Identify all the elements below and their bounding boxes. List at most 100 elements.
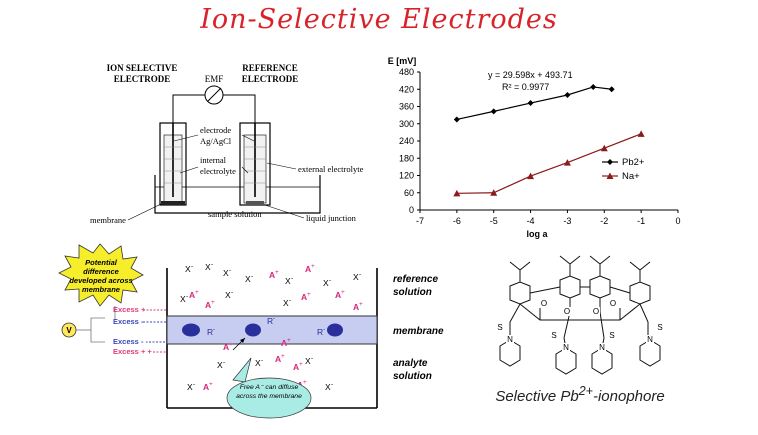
- y-tick-label: 360: [399, 102, 414, 112]
- membrane-potential-diagram: Potential difference developed across me…: [58, 243, 444, 419]
- ion-charge: +: [341, 289, 345, 296]
- atom-oxygen: O: [610, 299, 616, 308]
- excess-plus-plus-label: Excess + +: [113, 347, 152, 356]
- ion-x: X: [205, 262, 211, 272]
- data-point: [637, 130, 645, 137]
- electrochemical-cell-diagram: ION SELECTIVE ELECTRODE REFERENCE ELECTR…: [90, 63, 364, 225]
- analyte-solution-label-1: analyte: [393, 358, 428, 369]
- ion-charge: -: [223, 359, 225, 366]
- agagcl-label: Ag/AgCl: [200, 136, 232, 146]
- y-tick-label: 480: [399, 67, 414, 77]
- atom-nitrogen: N: [647, 335, 653, 344]
- excess-minus-minus-label: Excess - -: [113, 337, 149, 346]
- ise-label-line2: ELECTRODE: [114, 74, 171, 84]
- atom-bg: [563, 307, 571, 316]
- ion-x: X: [305, 356, 311, 366]
- atom-sulfur: S: [657, 323, 662, 332]
- excess-plus-label: Excess +: [113, 305, 146, 314]
- external-electrolyte-label: external electrolyte: [298, 164, 364, 174]
- page-title: Ion-Selective Electrodes: [200, 4, 558, 35]
- ion-charge: +: [281, 353, 285, 360]
- atom-oxygen: O: [541, 299, 547, 308]
- atom-bg: [506, 335, 514, 344]
- ion-charge: -: [329, 277, 331, 284]
- ion-r: R: [317, 327, 323, 337]
- ion-x: X: [187, 382, 193, 392]
- ion-charge: -: [261, 357, 263, 364]
- beaker: [154, 175, 321, 214]
- emf-label: EMF: [205, 74, 224, 84]
- y-tick-label: 60: [404, 188, 414, 198]
- ion-charge: -: [193, 381, 195, 388]
- ion-charge: +: [195, 289, 199, 296]
- x-tick-label: -6: [453, 216, 461, 226]
- ion-a: A: [293, 362, 299, 372]
- ion-charge: -: [229, 267, 231, 274]
- atom-nitrogen: N: [507, 335, 513, 344]
- ionophore-caption: Selective Pb2+-ionophore: [495, 384, 665, 405]
- ion-x: X: [217, 360, 223, 370]
- ion-charge: +: [307, 291, 311, 298]
- y-tick-label: 120: [399, 171, 414, 181]
- ion-a: A: [335, 290, 341, 300]
- ion-x: X: [283, 298, 289, 308]
- atom-sulfur: S: [609, 331, 614, 340]
- reference-solution-label-2: solution: [393, 287, 432, 298]
- ion-a: A: [275, 354, 281, 364]
- ion-a: A: [353, 302, 359, 312]
- data-point: [563, 159, 571, 166]
- bubble-text: Free A⁻ can diffuse across the membrane: [236, 384, 302, 400]
- x-tick-label: -5: [490, 216, 498, 226]
- ion-a: A: [203, 382, 209, 392]
- ion-x: X: [285, 276, 291, 286]
- ion-x: X: [245, 274, 251, 284]
- atom-sulfur: S: [551, 331, 556, 340]
- atom-sulfur: S: [497, 323, 502, 332]
- ion-charge: +: [303, 379, 307, 386]
- ion-x: X: [325, 382, 331, 392]
- sample-solution-label: sample solution: [208, 209, 262, 219]
- data-point: [527, 172, 535, 180]
- atom-bg: [562, 343, 570, 352]
- y-tick-label: 240: [399, 136, 414, 146]
- atom-bg: [540, 299, 548, 308]
- ion-charge: -: [331, 381, 333, 388]
- ion-x: X: [185, 264, 191, 274]
- analyte-solution-label-2: solution: [393, 371, 432, 382]
- atom-nitrogen: N: [563, 343, 569, 352]
- data-point: [600, 144, 608, 152]
- ion-charge: +: [209, 381, 213, 388]
- liquid-junction-label: liquid junction: [306, 213, 357, 223]
- ionophore-ellipse: [327, 323, 343, 337]
- ion-charge: -: [213, 326, 215, 333]
- potential-starburst: [58, 243, 144, 307]
- electrode-label: electrode: [200, 125, 231, 135]
- ion-x: X: [223, 268, 229, 278]
- membrane-label: membrane: [90, 215, 126, 225]
- y-tick-label: 420: [399, 84, 414, 94]
- ionophore-ellipse: [245, 323, 261, 337]
- x-tick-label: -4: [527, 216, 535, 226]
- ion-charge: +: [287, 337, 291, 344]
- starburst-text: Potential difference developed across me…: [69, 258, 133, 294]
- ion-charge: +: [359, 301, 363, 308]
- regression-equation: y = 29.598x + 493.71: [488, 70, 573, 80]
- ion-charge: -: [273, 315, 275, 322]
- series-line-na: [456, 133, 642, 194]
- data-point: [453, 116, 460, 123]
- data-point: [490, 189, 498, 196]
- ise-label-line1: ION SELECTIVE: [107, 63, 178, 73]
- data-point: [590, 83, 597, 90]
- ion-a: A: [269, 270, 275, 280]
- ion-charge: -: [291, 275, 293, 282]
- y-axis-label: E [mV]: [388, 56, 417, 66]
- x-axis-label: log a: [526, 229, 548, 239]
- ion-charge: -: [289, 297, 291, 304]
- ion-a: A: [305, 264, 311, 274]
- ion-a: A: [281, 338, 287, 348]
- y-tick-label: 300: [399, 119, 414, 129]
- ion-charge: -: [359, 271, 361, 278]
- excess-minus-label: Excess -: [113, 317, 144, 326]
- x-tick-label: -7: [416, 216, 424, 226]
- atom-bg: [598, 343, 606, 352]
